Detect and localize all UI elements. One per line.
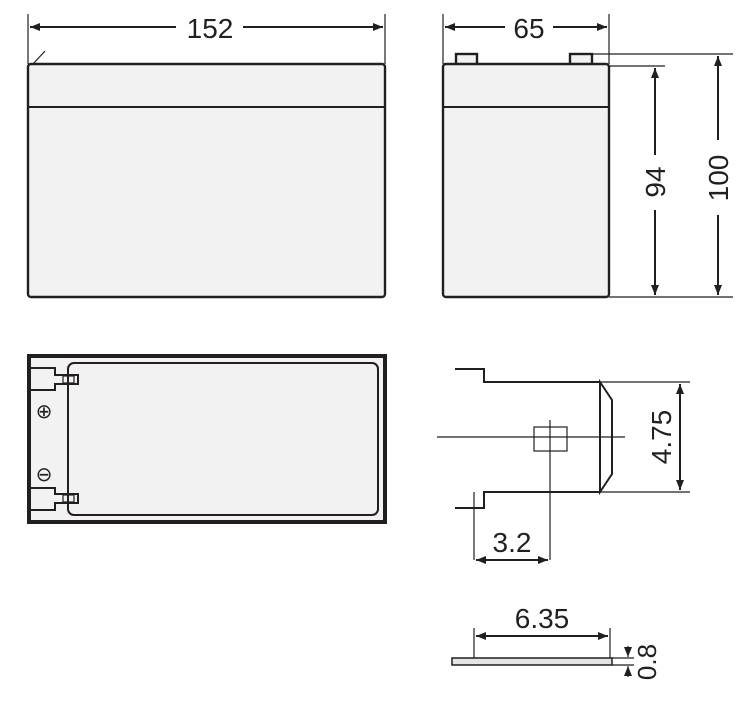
positive-symbol: ⊕ bbox=[36, 399, 53, 423]
side-view: 65 94 100 bbox=[441, 13, 734, 299]
top-view: ⊕ ⊖ bbox=[27, 354, 387, 524]
front-body bbox=[26, 62, 387, 299]
side-body bbox=[441, 62, 611, 299]
terminal-outline-upper bbox=[455, 368, 600, 383]
terminal-tab-profile bbox=[451, 657, 613, 666]
dim-height-case-label: 94 bbox=[640, 166, 671, 197]
terminal-detail-side: 6.35 0.8 bbox=[451, 603, 662, 680]
terminal-outline-lower bbox=[455, 491, 600, 509]
dim-terminal-width-label: 4.75 bbox=[646, 410, 677, 465]
terminal-tab-edge bbox=[32, 50, 46, 65]
dim-tab-width-label: 6.35 bbox=[515, 603, 570, 634]
dim-length-label: 152 bbox=[187, 13, 234, 44]
positive-terminal bbox=[31, 367, 79, 391]
front-view: 152 bbox=[26, 13, 387, 299]
dim-hole-offset-label: 3.2 bbox=[493, 527, 532, 558]
dim-width-label: 65 bbox=[513, 13, 544, 44]
negative-terminal-slot bbox=[62, 494, 75, 503]
positive-terminal-slot bbox=[62, 375, 75, 384]
top-lid-outline bbox=[67, 362, 379, 516]
negative-terminal bbox=[31, 487, 79, 511]
dim-thickness-label: 0.8 bbox=[632, 644, 662, 680]
negative-symbol: ⊖ bbox=[36, 462, 53, 486]
terminal-tip bbox=[599, 378, 613, 496]
dim-height-total-label: 100 bbox=[703, 155, 734, 202]
terminal-detail-top: 4.75 3.2 bbox=[437, 368, 690, 564]
